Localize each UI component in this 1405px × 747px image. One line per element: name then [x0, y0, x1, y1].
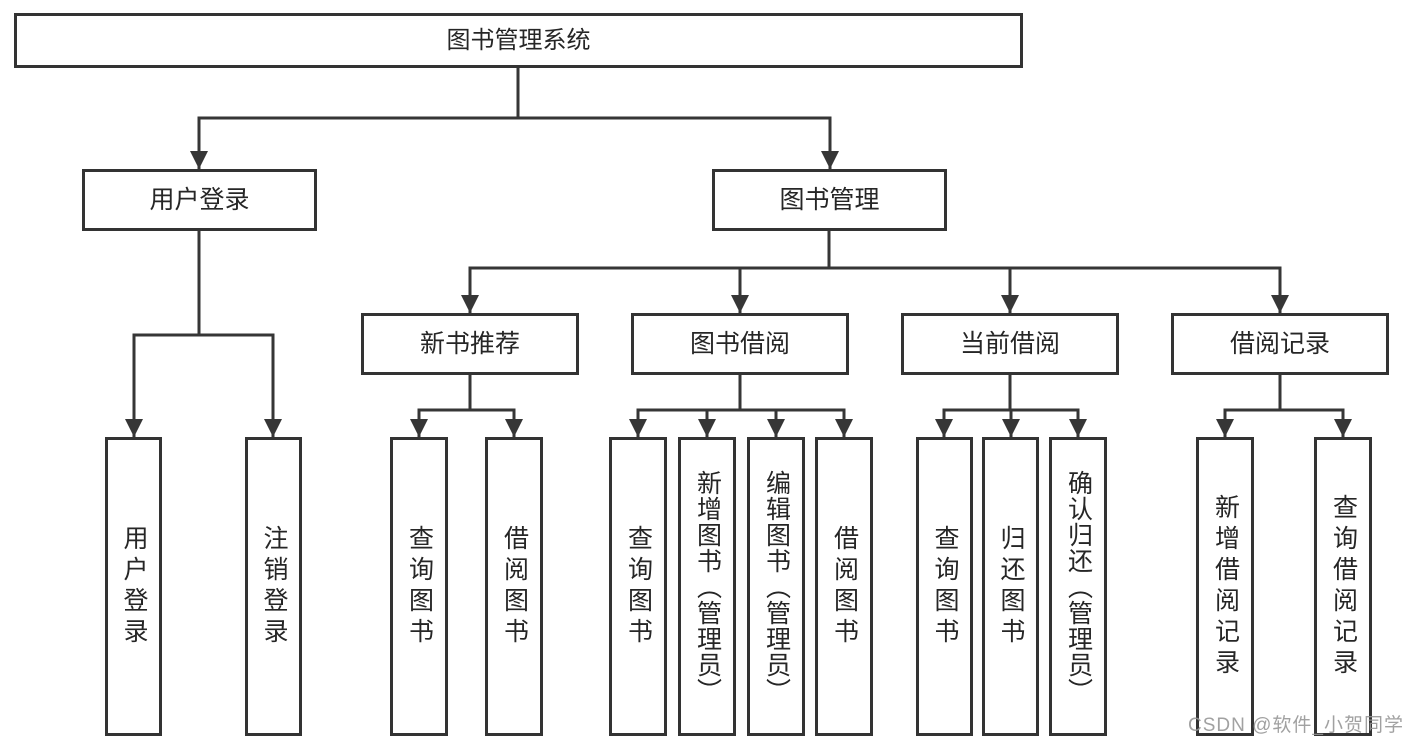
node-book-borrow: 图书借阅 [631, 313, 849, 375]
node-borrow-record: 借阅记录 [1171, 313, 1389, 375]
node-leaf-confirm-return-admin: 确认归还（管理员） [1049, 437, 1107, 736]
node-leaf-add-borrow-record: 新增借阅记录 [1196, 437, 1254, 736]
node-leaf-add-books-admin: 新增图书（管理员） [678, 437, 736, 736]
node-leaf-current-query-books: 查询图书 [916, 437, 973, 736]
node-leaf-user-login: 用户登录 [105, 437, 162, 736]
node-leaf-logout: 注销登录 [245, 437, 302, 736]
connector-current-borrow-branch [935, 373, 1087, 439]
node-library-management-system: 图书管理系统 [14, 13, 1023, 68]
node-leaf-query-borrow-record: 查询借阅记录 [1314, 437, 1372, 736]
node-leaf-edit-books-admin: 编辑图书（管理员） [747, 437, 805, 736]
watermark-text: CSDN @软件_小贺同学 [1188, 715, 1404, 736]
connector-book-borrow-branch [629, 373, 853, 439]
node-leaf-borrow-borrow-books: 借阅图书 [815, 437, 873, 736]
node-leaf-return-books: 归还图书 [982, 437, 1039, 736]
connector-borrow-record-branch [1216, 373, 1352, 439]
connector-new-book-recommend-branch [410, 373, 523, 439]
node-leaf-recommend-borrow-books: 借阅图书 [485, 437, 543, 736]
connector-user-login-branch [125, 229, 282, 439]
node-leaf-borrow-query-books: 查询图书 [609, 437, 667, 736]
node-new-book-recommend: 新书推荐 [361, 313, 579, 375]
node-leaf-recommend-query-books: 查询图书 [390, 437, 448, 736]
connector-root-branch [190, 66, 839, 171]
node-current-borrow: 当前借阅 [901, 313, 1119, 375]
node-user-login-branch: 用户登录 [82, 169, 317, 231]
connector-book-management-branch [461, 229, 1289, 315]
node-book-management-branch: 图书管理 [712, 169, 947, 231]
